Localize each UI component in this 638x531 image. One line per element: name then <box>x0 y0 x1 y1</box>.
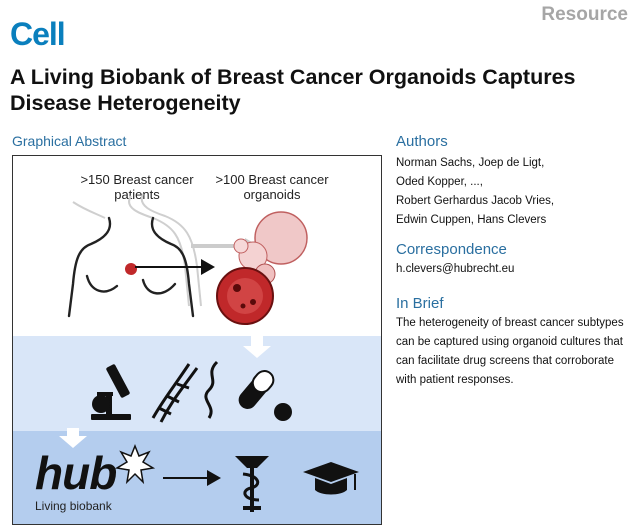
article-type-label: Resource <box>541 4 628 25</box>
correspondence-email[interactable]: h.clevers@hubrecht.eu <box>396 263 515 275</box>
patients-label: >150 Breast cancer patients <box>80 172 194 202</box>
patient-silhouettes-icon <box>72 193 202 307</box>
hub-logo: hub <box>35 447 117 499</box>
patient-torso-icon <box>67 216 195 318</box>
hub-caption: Living biobank <box>35 499 112 513</box>
authors-list: Norman Sachs, Joep de Ligt, Oded Kopper,… <box>396 154 632 230</box>
organoid-cluster-icon <box>216 211 308 325</box>
down-arrow-icon <box>243 336 271 358</box>
authors-line: Oded Kopper, ..., <box>396 176 483 188</box>
correspondence-heading: Correspondence <box>396 241 507 258</box>
in-brief-heading: In Brief <box>396 295 444 312</box>
tumor-icon <box>125 263 137 275</box>
rna-strand-icon <box>204 360 219 419</box>
authors-heading: Authors <box>396 133 448 150</box>
analysis-band <box>13 336 381 431</box>
rod-of-asclepius-icon <box>235 456 269 512</box>
in-brief-text: The heterogeneity of breast cancer subty… <box>396 317 624 386</box>
graphical-abstract-heading: Graphical Abstract <box>12 133 127 149</box>
article-title: A Living Biobank of Breast Cancer Organo… <box>10 65 576 115</box>
organoids-label: >100 Breast cancer organoids <box>215 172 329 202</box>
authors-line: Edwin Cuppen, Hans Clevers <box>396 214 547 226</box>
microscope-icon <box>91 364 131 420</box>
graphical-abstract: >150 Breast cancer patients >100 Breast … <box>12 155 382 525</box>
down-arrow-icon-2 <box>59 428 87 448</box>
authors-line: Norman Sachs, Joep de Ligt, <box>396 157 545 169</box>
graduation-cap-icon <box>303 462 359 495</box>
pill-capsule-icon <box>238 370 292 421</box>
authors-line: Robert Gerhardus Jacob Vries, <box>396 195 555 207</box>
abstract-illustration <box>59 193 359 512</box>
dna-helix-icon <box>151 363 199 423</box>
journal-logo: Cell <box>10 16 66 52</box>
burst-icon <box>114 443 156 485</box>
